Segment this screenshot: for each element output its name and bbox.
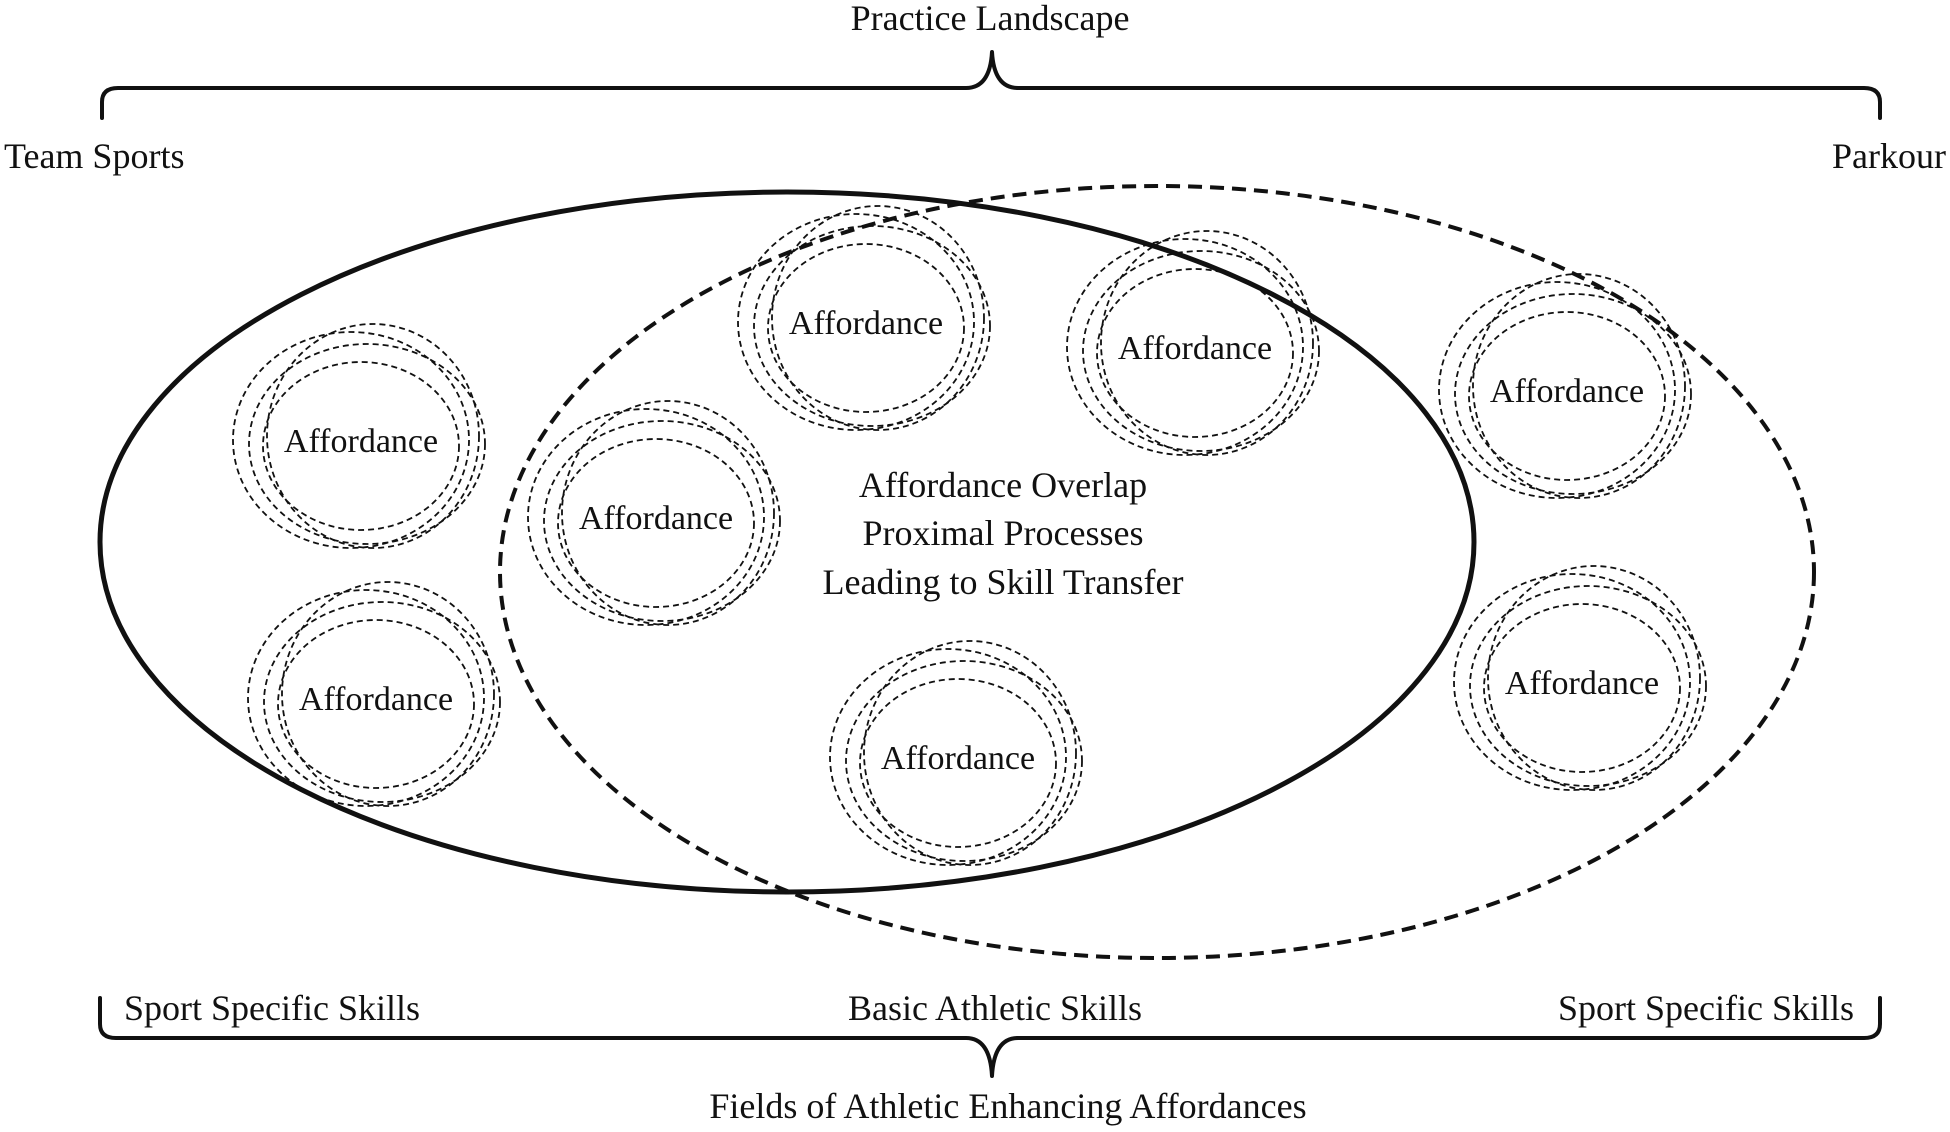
affordance-cluster: Affordance [232, 323, 486, 549]
affordance-cluster: Affordance [527, 400, 781, 626]
affordance-label: Affordance [789, 305, 943, 342]
affordance-cluster: Affordance [1066, 230, 1320, 456]
affordance-label: Affordance [1490, 373, 1644, 410]
parkour-label: Parkour [1832, 136, 1946, 176]
overlap-line-3: Leading to Skill Transfer [823, 562, 1184, 602]
affordance-label: Affordance [1505, 665, 1659, 702]
overlap-line-1: Affordance Overlap [859, 465, 1147, 505]
affordance-cluster: Affordance [737, 205, 991, 431]
affordance-label: Affordance [1118, 330, 1272, 367]
overlap-line-2: Proximal Processes [863, 513, 1144, 553]
affordance-label: Affordance [881, 740, 1035, 777]
parkour-ellipse [498, 184, 1816, 960]
practice-landscape-label: Practice Landscape [851, 0, 1130, 38]
sport-specific-skills-right-label: Sport Specific Skills [1558, 988, 1854, 1028]
affordance-cluster: Affordance [247, 581, 501, 807]
fields-of-affordances-label: Fields of Athletic Enhancing Affordances [709, 1086, 1306, 1126]
basic-athletic-skills-label: Basic Athletic Skills [848, 988, 1142, 1028]
affordance-label: Affordance [284, 423, 438, 460]
top-curly-brace [100, 50, 1882, 120]
affordance-label: Affordance [579, 500, 733, 537]
affordance-cluster: Affordance [1453, 565, 1707, 791]
sport-specific-skills-left-label: Sport Specific Skills [124, 988, 420, 1028]
affordance-label: Affordance [299, 681, 453, 718]
team-sports-ellipse [97, 189, 1477, 895]
affordance-cluster: Affordance [829, 640, 1083, 866]
bottom-curly-brace [98, 996, 1882, 1078]
team-sports-label: Team Sports [4, 136, 184, 176]
affordance-cluster: Affordance [1438, 273, 1692, 499]
